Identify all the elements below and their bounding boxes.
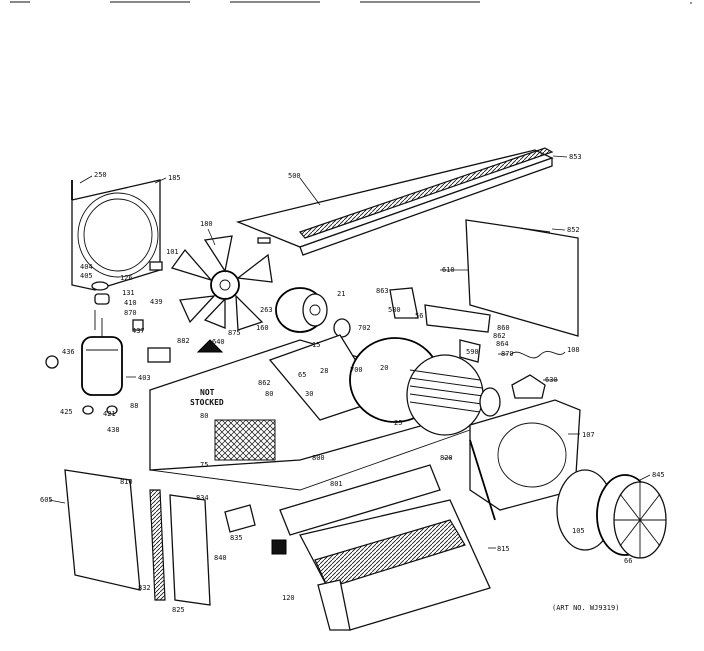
callout-label: 439	[150, 298, 163, 306]
callout-label: 882	[177, 337, 190, 345]
callout-label: 180	[200, 220, 213, 228]
callout-label: 405	[80, 272, 93, 280]
condenser-fan-part	[170, 235, 273, 331]
front-housing-part	[169, 494, 256, 606]
callout-label: STOCKED	[190, 398, 224, 407]
callout-label: 404	[80, 263, 93, 271]
callout-label: 80	[265, 390, 273, 398]
outlet-blades-part	[556, 469, 667, 559]
scan-marks	[10, 1, 692, 4]
callout-label: 834	[196, 494, 209, 502]
callout-label: 820	[440, 454, 453, 462]
callout-label: 25	[394, 419, 402, 427]
callout-label: 862	[258, 379, 271, 387]
callout-label: 801	[330, 480, 343, 488]
callout-label: 410	[124, 299, 137, 307]
callout-label: 862	[493, 332, 506, 340]
callout-label: 436	[62, 348, 75, 356]
callout-label: 610	[442, 266, 455, 274]
callout-label: 21	[337, 290, 345, 298]
callout-label: 120	[282, 594, 295, 602]
callout-label: 101	[166, 248, 179, 256]
top-cover-part	[235, 147, 554, 256]
callout-label: 500	[288, 172, 301, 180]
callout-label: 702	[358, 324, 371, 332]
callout-label: 590	[466, 348, 479, 356]
callout-labels: 250 185 500 853 180 852 610 101 404 405 …	[40, 153, 665, 614]
callout-label: 860	[497, 324, 510, 332]
callout-label: 20	[380, 364, 388, 372]
callout-label: 630	[545, 376, 558, 384]
callout-label: 580	[388, 306, 401, 314]
callout-label: 700	[350, 366, 363, 374]
callout-label: 160	[256, 324, 269, 332]
callout-label: 15	[312, 341, 320, 349]
blower-wheel-part	[349, 337, 501, 436]
callout-label: 66	[624, 557, 632, 565]
callout-label: 810	[120, 478, 133, 486]
callout-label: 403	[138, 374, 151, 382]
fan-motor-part	[275, 287, 351, 338]
art-number: (ART NO. WJ9319)	[552, 604, 619, 612]
callout-label: 438	[107, 426, 120, 434]
callout-label: 107	[582, 431, 595, 439]
callout-label: 815	[497, 545, 510, 553]
side-panel-part	[465, 219, 579, 337]
callout-label: 421	[103, 410, 116, 418]
callout-label: 800	[312, 454, 325, 462]
callout-label: 126	[120, 274, 133, 282]
callout-label: 65	[298, 371, 306, 379]
callout-label: 605	[40, 496, 53, 504]
callout-label: 185	[168, 174, 181, 182]
callout-label: 108	[567, 346, 580, 354]
callout-label: 88	[130, 402, 138, 410]
callout-label: 105	[572, 527, 585, 535]
callout-label: 845	[652, 471, 665, 479]
callout-label: NOT	[200, 388, 215, 397]
callout-label: 263	[260, 306, 273, 314]
callout-label: 832	[138, 584, 151, 592]
fan-shroud-part	[71, 179, 161, 291]
callout-label: 870	[124, 309, 137, 317]
front-grille-part	[279, 464, 491, 631]
callout-label: 56	[415, 312, 423, 320]
callout-label: 835	[230, 534, 243, 542]
callout-label: 875	[228, 329, 241, 337]
compressor-part	[45, 281, 123, 415]
callout-label: 840	[214, 554, 227, 562]
misc-parts	[132, 261, 566, 555]
callout-label: 864	[496, 340, 509, 348]
callout-label: 853	[569, 153, 582, 161]
callout-label: 437	[132, 327, 145, 335]
callout-label: 879	[501, 350, 514, 358]
callout-label: 131	[122, 289, 135, 297]
callout-label: 75	[200, 461, 208, 469]
callout-label: 425	[60, 408, 73, 416]
callout-label: 825	[172, 606, 185, 614]
leader-lines	[48, 155, 651, 549]
callout-label: 30	[305, 390, 313, 398]
callout-label: 80	[200, 412, 208, 420]
callout-label: 28	[320, 367, 328, 375]
callout-label: 250	[94, 171, 107, 179]
left-front-panel-part	[64, 469, 166, 601]
callout-label: 852	[567, 226, 580, 234]
callout-label: 640	[212, 338, 225, 346]
callout-label: 863	[376, 287, 389, 295]
